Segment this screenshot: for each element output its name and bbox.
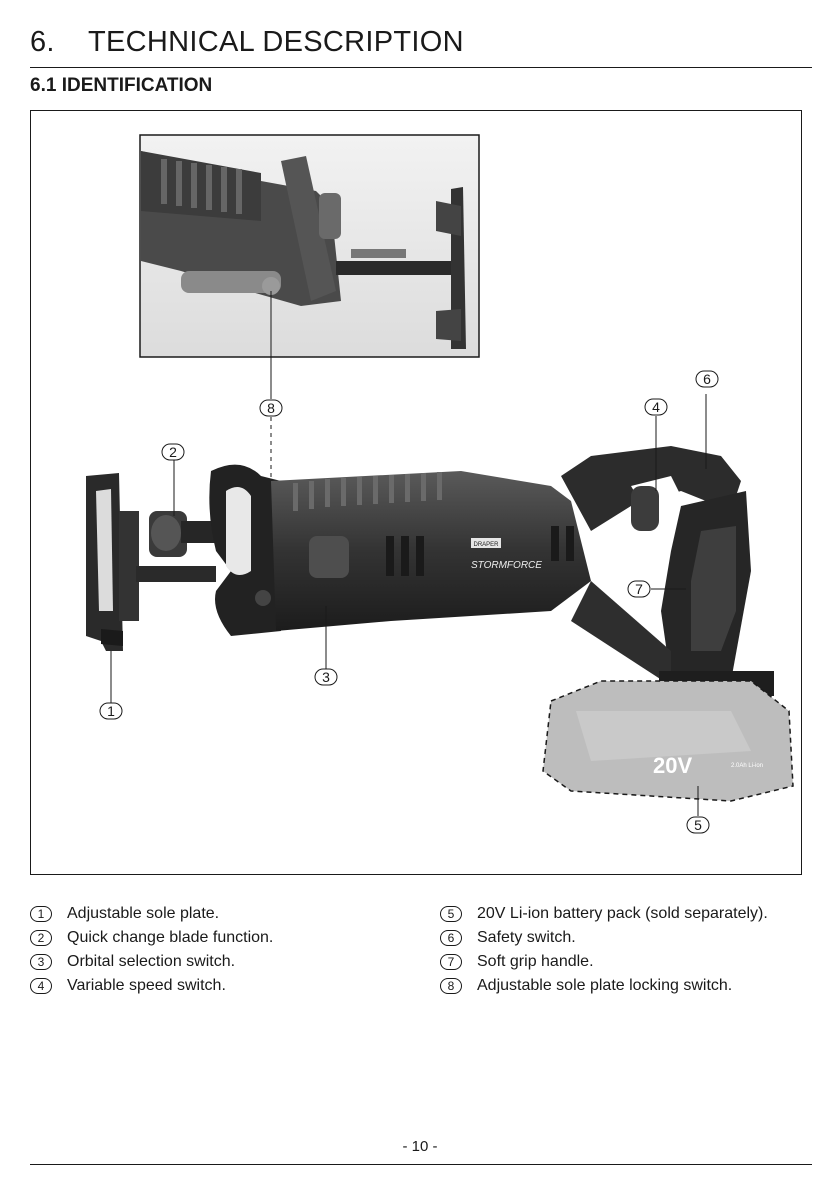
legend-text: Adjustable sole plate locking switch.: [477, 977, 733, 994]
svg-text:8: 8: [267, 400, 275, 416]
legend-text: Safety switch.: [477, 929, 576, 946]
tool-illustration: DRAPER STORMFORCE 20V 2.0Ah Li-ion: [86, 134, 794, 834]
callout-8: 8: [259, 399, 283, 417]
legend-left: 1 Adjustable sole plate. 2 Quick change …: [30, 902, 273, 998]
battery-voltage: 20V: [653, 753, 692, 778]
legend-item: 8 Adjustable sole plate locking switch.: [440, 974, 768, 998]
legend-text: Adjustable sole plate.: [67, 905, 220, 922]
legend-number: 3: [30, 954, 52, 970]
legend-item: 4 Variable speed switch.: [30, 974, 273, 998]
section-title: 6. TECHNICAL DESCRIPTION: [30, 24, 464, 60]
section-title-text: TECHNICAL DESCRIPTION: [88, 26, 464, 58]
callout-6: 6: [695, 370, 719, 388]
footer-rule: [30, 1164, 812, 1165]
legend-right: 5 20V Li-ion battery pack (sold separate…: [440, 902, 768, 998]
identification-figure: DRAPER STORMFORCE 20V 2.0Ah Li-ion: [30, 110, 802, 875]
callout-7: 7: [627, 580, 651, 598]
callout-3: 3: [314, 668, 338, 686]
legend-number: 8: [440, 978, 462, 994]
legend-text: Soft grip handle.: [477, 953, 594, 970]
callout-2: 2: [161, 443, 185, 461]
legend-item: 7 Soft grip handle.: [440, 950, 768, 974]
legend-text: Orbital selection switch.: [67, 953, 236, 970]
legend-item: 6 Safety switch.: [440, 926, 768, 950]
legend-item: 3 Orbital selection switch.: [30, 950, 273, 974]
title-rule: [30, 67, 812, 68]
legend-item: 2 Quick change blade function.: [30, 926, 273, 950]
legend-number: 6: [440, 930, 462, 946]
legend-number: 7: [440, 954, 462, 970]
legend-item: 1 Adjustable sole plate.: [30, 902, 273, 926]
legend-text: 20V Li-ion battery pack (sold separately…: [477, 905, 768, 922]
subsection-title: 6.1 IDENTIFICATION: [30, 75, 213, 96]
legend-number: 1: [30, 906, 52, 922]
svg-text:6: 6: [703, 371, 711, 387]
svg-text:3: 3: [322, 669, 330, 685]
legend-number: 4: [30, 978, 52, 994]
callout-1: 1: [99, 702, 123, 720]
callout-4: 4: [644, 398, 668, 416]
battery-capacity: 2.0Ah Li-ion: [731, 763, 763, 769]
svg-text:1: 1: [107, 703, 115, 719]
detail-inset: [139, 134, 480, 358]
legend-item: 5 20V Li-ion battery pack (sold separate…: [440, 902, 768, 926]
legend-text: Quick change blade function.: [67, 929, 274, 946]
legend-text: Variable speed switch.: [67, 977, 226, 994]
brand-badge: DRAPER: [473, 542, 499, 548]
svg-text:7: 7: [635, 581, 643, 597]
reciprocating-saw: DRAPER STORMFORCE 20V 2.0Ah Li-ion: [86, 446, 794, 802]
svg-text:5: 5: [694, 817, 702, 833]
svg-text:2: 2: [169, 444, 177, 460]
legend-number: 2: [30, 930, 52, 946]
svg-text:4: 4: [652, 399, 660, 415]
section-number: 6.: [30, 26, 55, 58]
model-text: STORMFORCE: [471, 560, 542, 571]
page-number: - 10 -: [402, 1138, 438, 1155]
legend-number: 5: [440, 906, 462, 922]
callout-5: 5: [686, 816, 710, 834]
